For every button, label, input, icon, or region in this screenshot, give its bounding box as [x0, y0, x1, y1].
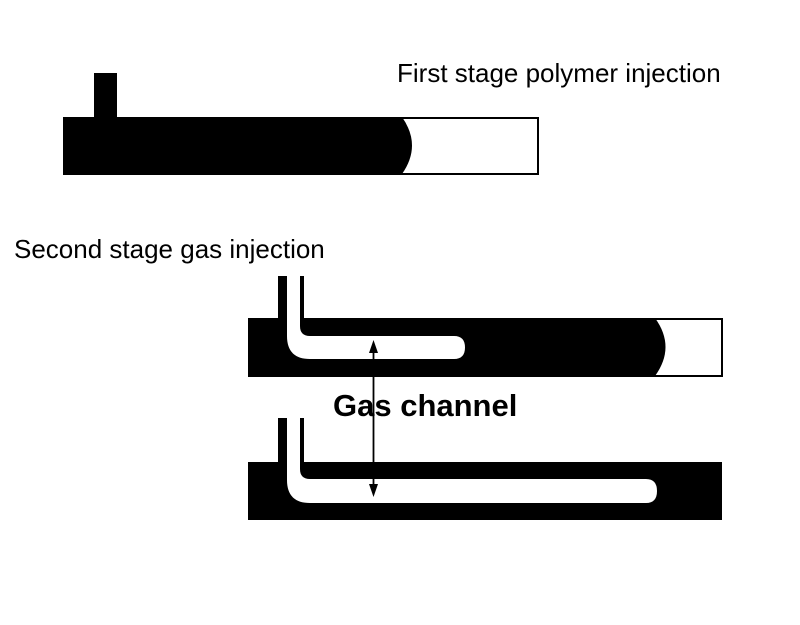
arrow-head-down: [369, 484, 378, 497]
gas-channel: [287, 276, 465, 359]
second-stage-mold-partial: [248, 276, 723, 377]
second-stage-mold-complete: [248, 418, 722, 520]
arrow-head-up: [369, 340, 378, 353]
gas-channel: [287, 418, 657, 503]
polymer-melt: [63, 117, 412, 174]
gas-channel-arrow: [369, 340, 378, 497]
gas-nozzle-left-wall: [278, 418, 287, 464]
first-stage-mold: [63, 73, 539, 175]
first-stage-label: First stage polymer injection: [397, 58, 721, 88]
gas-channel-label: Gas channel: [333, 388, 518, 423]
gas-nozzle-left-wall: [278, 276, 287, 320]
second-stage-label: Second stage gas injection: [14, 234, 325, 264]
gas-nozzle-right-wall: [300, 276, 304, 320]
injection-nozzle: [94, 73, 117, 119]
gas-nozzle-right-wall: [300, 418, 304, 464]
